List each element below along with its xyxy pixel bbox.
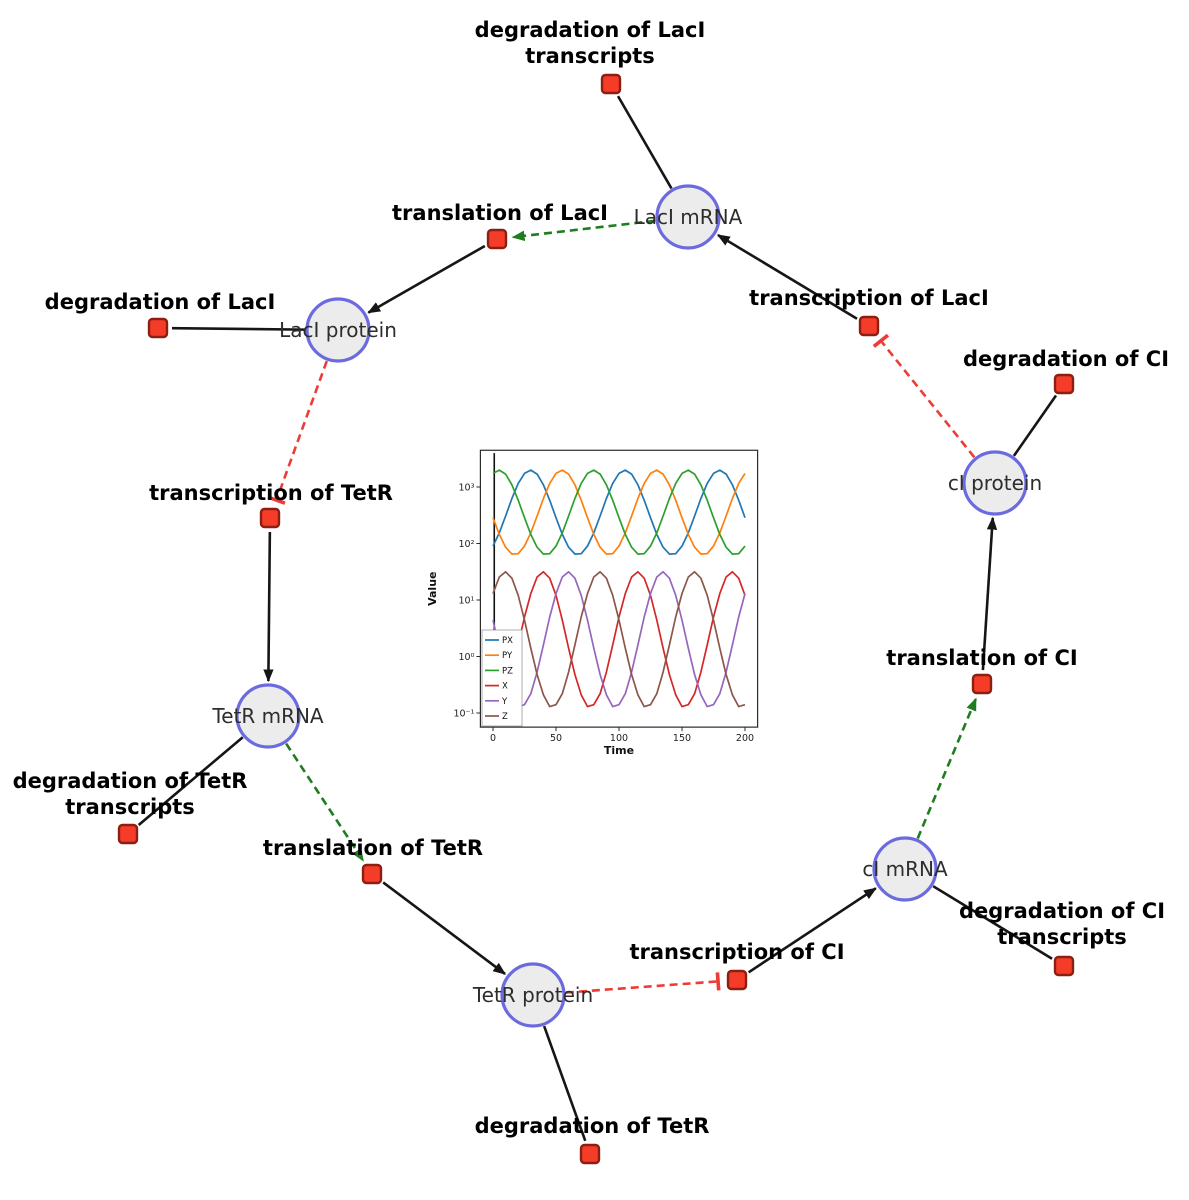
reaction-node-tx_laci[interactable] — [858, 315, 880, 337]
reaction-label-tx_tetr: transcription of TetR — [149, 481, 393, 505]
series-line-PY — [492, 469, 746, 555]
reaction-label-tl_tetr: translation of TetR — [263, 836, 483, 860]
series-line-Z — [492, 570, 746, 708]
edge-solid-laci_protein-to-deg_laci — [171, 326, 306, 331]
x-tick-label: 0 — [490, 733, 496, 744]
species-label-laci_protein: LacI protein — [279, 318, 397, 342]
reaction-label-deg_tetr: degradation of TetR — [475, 1114, 710, 1138]
legend-label-PY: PY — [502, 651, 513, 661]
series-line-PX — [492, 469, 746, 555]
y-axis-label: Value — [426, 571, 439, 605]
y-tick-label: 10⁻¹ — [453, 709, 474, 720]
edge-product-tx_tetr-to-tetr_mrna — [263, 531, 274, 683]
reaction-label-tx_laci: transcription of LacI — [749, 286, 989, 310]
inhibition-tbar-laci_protein-to-tx_tetr — [267, 495, 286, 505]
edge-solid-tetr_mrna-to-deg_tetr_tx — [137, 736, 244, 826]
reaction-node-tl_ci[interactable] — [971, 673, 993, 695]
reaction-node-deg_tetr[interactable] — [579, 1143, 601, 1165]
x-tick-label: 100 — [610, 733, 628, 744]
species-label-ci_protein: cI protein — [948, 471, 1042, 495]
series-line-PZ — [492, 469, 746, 555]
y-tick-label: 10¹ — [458, 596, 474, 607]
reaction-node-deg_laci_tx[interactable] — [600, 73, 622, 95]
x-tick-label: 150 — [673, 733, 691, 744]
species-node-laci_mrna[interactable] — [655, 184, 721, 250]
edge-product-tx_ci-to-ci_mrna — [747, 887, 877, 974]
edge-solid-ci_protein-to-deg_ci — [1012, 394, 1058, 457]
y-tick-label: 10³ — [458, 483, 474, 494]
species-label-tetr_protein: TetR protein — [472, 983, 593, 1007]
legend-label-PZ: PZ — [502, 666, 513, 676]
edge-modifier-tetr_mrna-to-tl_tetr — [285, 742, 365, 862]
edge-product-tx_laci-to-laci_mrna — [716, 233, 858, 320]
series-line-Y — [492, 570, 746, 708]
reaction-label-tl_ci: translation of CI — [886, 646, 1077, 670]
edge-solid-laci_mrna-to-deg_laci_tx — [616, 95, 673, 190]
reaction-node-tx_tetr[interactable] — [259, 507, 281, 529]
species-node-ci_mrna[interactable] — [872, 836, 938, 902]
reaction-label-tl_laci: translation of LacI — [392, 201, 608, 225]
species-node-ci_protein[interactable] — [962, 450, 1028, 516]
x-axis-label: Time — [604, 744, 634, 757]
y-tick-label: 10⁰ — [458, 652, 474, 663]
reaction-label-deg_laci: degradation of LacI — [45, 290, 276, 314]
chart-legend-box — [481, 629, 523, 727]
legend-label-Z: Z — [502, 712, 508, 722]
inhibition-tbar-ci_protein-to-tx_laci — [872, 333, 890, 348]
reaction-node-tl_tetr[interactable] — [361, 863, 383, 885]
reaction-node-tl_laci[interactable] — [486, 228, 508, 250]
edge-inhibition-laci_protein-to-tx_tetr — [275, 360, 328, 501]
reaction-node-deg_tetr_tx[interactable] — [117, 823, 139, 845]
reaction-label-tx_ci: transcription of CI — [629, 940, 844, 964]
edge-inhibition-ci_protein-to-tx_laci — [879, 340, 976, 459]
x-tick-label: 50 — [550, 733, 562, 744]
species-label-laci_mrna: LacI mRNA — [634, 205, 743, 229]
y-tick-label: 10² — [458, 539, 474, 550]
reaction-node-deg_ci[interactable] — [1053, 373, 1075, 395]
reaction-node-deg_ci_tx[interactable] — [1053, 955, 1075, 977]
legend-label-PX: PX — [502, 636, 513, 646]
legend-label-X: X — [502, 682, 508, 692]
edge-modifier-laci_mrna-to-tl_laci — [511, 219, 656, 241]
species-node-tetr_mrna[interactable] — [235, 683, 301, 749]
x-tick-label: 200 — [736, 733, 754, 744]
edge-solid-ci_mrna-to-deg_ci_tx — [932, 885, 1053, 960]
edge-product-tl_ci-to-ci_protein — [981, 516, 998, 671]
inhibition-tbar-tetr_protein-to-tx_ci — [715, 972, 721, 991]
edge-product-tl_laci-to-laci_protein — [367, 244, 486, 314]
legend-label-Y: Y — [501, 697, 508, 707]
species-node-laci_protein[interactable] — [305, 297, 371, 363]
reaction-label-deg_ci: degradation of CI — [963, 347, 1169, 371]
species-label-ci_mrna: cI mRNA — [862, 857, 948, 881]
edge-solid-tetr_protein-to-deg_tetr — [542, 1025, 587, 1142]
species-node-tetr_protein[interactable] — [500, 962, 566, 1028]
edge-product-tl_tetr-to-tetr_protein — [382, 881, 507, 976]
species-label-tetr_mrna: TetR mRNA — [211, 704, 324, 728]
reaction-node-deg_laci[interactable] — [147, 317, 169, 339]
reaction-node-tx_ci[interactable] — [726, 969, 748, 991]
edge-modifier-ci_mrna-to-tl_ci — [916, 697, 978, 840]
